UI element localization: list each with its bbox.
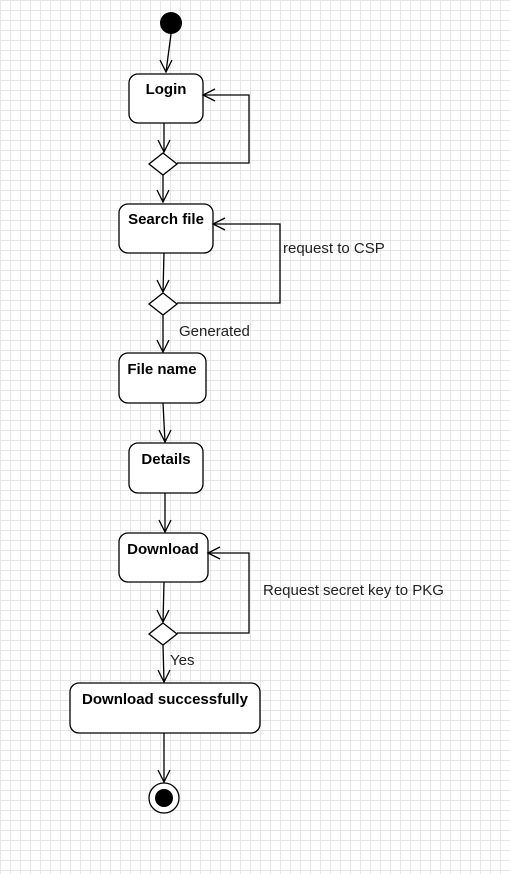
decision-node-search [147,292,179,316]
activity-download-successfully[interactable] [69,682,261,734]
flow-search-to-decision [162,252,165,293]
start-node [160,12,182,34]
arrowhead [156,189,170,204]
arrowhead [201,88,216,102]
edge-label-generated: Generated [179,323,250,340]
arrowhead [159,59,173,74]
activity-file-name[interactable] [118,352,207,404]
decision-node-login [147,152,179,176]
activity-details-label: Details [141,451,190,468]
arrowhead [156,339,170,354]
arrowhead [157,769,171,784]
edge-label-request-secret-key: Request secret key to PKG [263,582,444,599]
activity-file-name-label: File name [127,361,196,378]
edge-label-yes: Yes [170,652,194,669]
activity-login[interactable] [128,73,204,124]
activity-search-file-label: Search file [128,211,204,228]
flow-filename-to-details [162,402,166,443]
arrowhead [157,139,171,154]
decision-node-download [147,622,179,646]
end-node [148,782,180,814]
flow-loop-download [177,552,250,634]
edge-label-request-to-csp: request to CSP [283,240,385,257]
arrowhead [211,217,226,231]
flow-download-to-decision [162,581,165,623]
flow-loop-login [177,94,250,164]
flow-decision-to-success [162,644,165,683]
flow-loop-search [177,223,281,304]
arrowhead [157,669,171,684]
activity-search-file[interactable] [118,203,214,254]
arrowhead [158,429,172,444]
activity-download-label: Download [127,541,199,558]
activity-details[interactable] [128,442,204,494]
arrowhead [206,546,221,560]
flow-start-to-login [165,33,172,73]
arrowhead [158,519,172,534]
activity-download-successfully-label: Download successfully [82,691,249,708]
arrowhead [156,609,170,624]
arrowhead [156,279,170,294]
activity-login-label: Login [146,81,187,98]
